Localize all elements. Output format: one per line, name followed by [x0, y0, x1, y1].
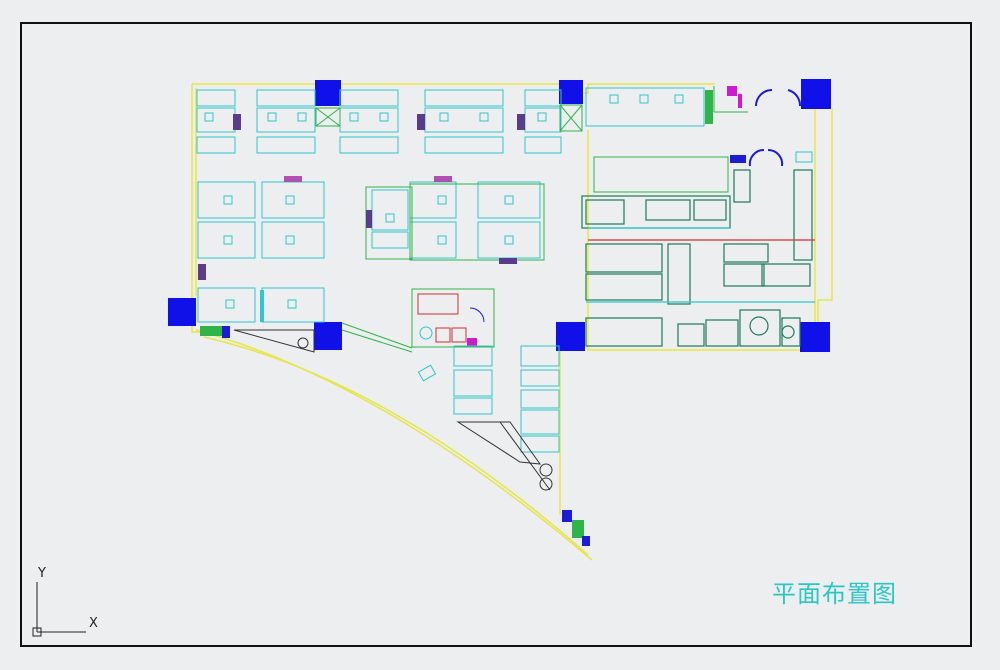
- kitchen-misc: [713, 86, 813, 163]
- ucs-y-label: Y: [38, 566, 46, 581]
- column: [315, 80, 341, 106]
- ucs-x-label: X: [89, 616, 98, 631]
- green-counters: [365, 156, 729, 261]
- shelving-x: [315, 104, 583, 132]
- dining-booths-top[interactable]: [196, 87, 705, 154]
- entrance-markers: [200, 326, 590, 546]
- column: [800, 322, 830, 352]
- dining-booths-middle[interactable]: [197, 181, 541, 323]
- column: [801, 79, 831, 109]
- drawing-frame: [20, 22, 972, 647]
- service-core[interactable]: [341, 288, 495, 353]
- structural-columns: [168, 79, 831, 352]
- drawing-title: 平面布置图: [772, 580, 897, 608]
- column: [168, 298, 196, 326]
- partitions-magenta: [198, 176, 517, 322]
- dining-booths-lower[interactable]: [417, 345, 560, 453]
- booth-partitions-top: [233, 90, 713, 130]
- column: [314, 322, 342, 350]
- ucs-axis-icon: [32, 582, 86, 637]
- wedge-counters: [233, 329, 553, 491]
- kitchen-equipment[interactable]: [581, 169, 815, 347]
- kitchen-doors[interactable]: [748, 89, 802, 167]
- column: [556, 322, 585, 351]
- column: [559, 80, 583, 104]
